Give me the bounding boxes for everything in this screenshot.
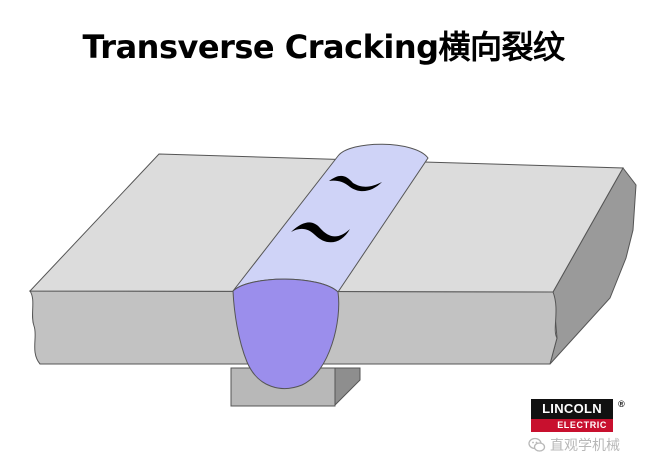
watermark-text: 直观学机械 xyxy=(550,438,620,454)
lincoln-electric-logo: LINCOLN ® ELECTRIC xyxy=(531,399,625,432)
transverse-crack-upper xyxy=(329,175,382,192)
transverse-crack-lower xyxy=(291,222,350,243)
watermark: 直观学机械 xyxy=(528,435,620,455)
logo-line1: LINCOLN xyxy=(542,401,602,416)
logo-top-band: LINCOLN ® xyxy=(531,399,625,419)
weld-bead-cross-section xyxy=(232,278,340,389)
registered-mark: ® xyxy=(618,399,625,409)
slide-title: Transverse Cracking横向裂纹 xyxy=(82,28,565,66)
wechat-icon xyxy=(528,437,546,452)
logo-bottom-band: ELECTRIC xyxy=(531,419,613,432)
